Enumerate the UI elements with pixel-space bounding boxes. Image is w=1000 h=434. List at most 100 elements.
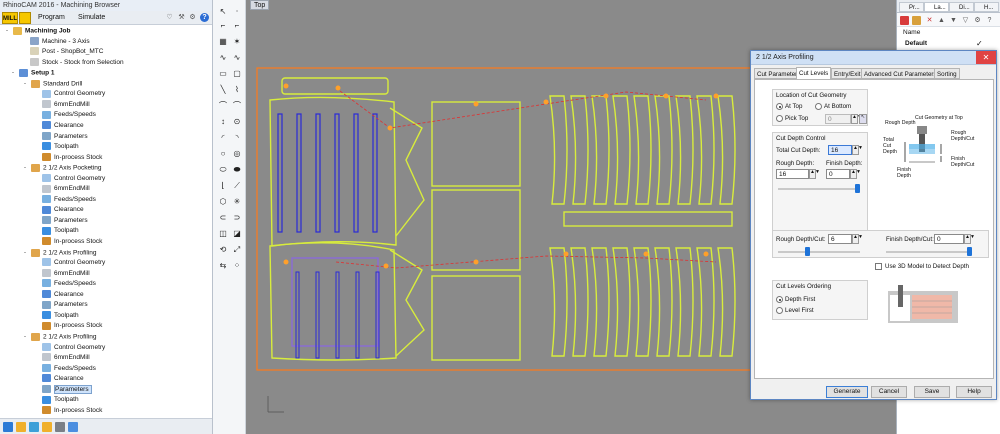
move-down-icon[interactable]: ▼ (950, 17, 957, 24)
tree-item[interactable]: Feeds/Speeds (42, 279, 96, 289)
tree-item[interactable]: Post - ShopBot_MTC (30, 47, 103, 57)
gumball-icon[interactable]: ⊙ (233, 117, 241, 126)
layer-default[interactable]: Default (905, 40, 928, 47)
interpolate-icon[interactable]: ⌒ (233, 101, 241, 110)
new-sublayer-icon[interactable] (912, 16, 921, 25)
tab-entry-exit[interactable]: Entry/Exit (831, 68, 864, 79)
scale-icon[interactable]: ⤢ (233, 245, 241, 254)
rectangle-icon[interactable]: ▭ (219, 69, 227, 78)
rough-depth-slider[interactable] (855, 184, 860, 193)
rough-depth-input[interactable]: 16 (776, 169, 809, 179)
expander-icon[interactable]: - (24, 333, 26, 340)
total-depth-spinner[interactable]: ▲▼ (852, 145, 863, 155)
expander-icon[interactable]: - (24, 165, 26, 172)
stock-icon[interactable] (16, 422, 26, 432)
finish-per-cut-input[interactable]: 0 (934, 234, 964, 244)
move-icon[interactable]: ↕ (221, 117, 225, 126)
curve-icon[interactable]: ∿ (219, 53, 227, 62)
finish-depth-input[interactable]: 0 (826, 169, 850, 179)
tree-item[interactable]: Parameters (42, 216, 88, 226)
tree-item[interactable]: -Setup 1 (12, 68, 54, 78)
use-3d-model-checkbox[interactable] (875, 263, 882, 270)
expander-icon[interactable]: - (6, 28, 8, 34)
tree-item[interactable]: 6mmEndMill (42, 268, 90, 279)
tool-library-icon[interactable] (29, 422, 39, 432)
tools-icon[interactable]: ⚙ (974, 17, 981, 24)
tree-item[interactable]: Clearance (42, 121, 84, 131)
rough-per-cut-spinner[interactable]: ▲▼ (852, 234, 863, 244)
trim-icon[interactable]: ⊃ (233, 213, 241, 222)
machine-setup-icon[interactable] (3, 422, 13, 432)
polygon-icon[interactable]: ⬡ (219, 197, 227, 206)
pick-top-spinner[interactable]: ▲▼ (851, 114, 862, 124)
tree-item[interactable]: Feeds/Speeds (42, 110, 96, 120)
knowledge-base-icon[interactable] (68, 422, 78, 432)
polyline-alt-icon[interactable]: ⌐ (234, 21, 240, 30)
tab-advanced-cut-parameters[interactable]: Advanced Cut Parameters (861, 68, 940, 79)
help-button[interactable]: Help (956, 386, 992, 398)
post-settings-icon[interactable] (55, 422, 65, 432)
tree-item[interactable]: Stock - Stock from Selection (30, 57, 124, 68)
pick-top-input[interactable]: 0 (825, 114, 851, 124)
rough-depth-spinner[interactable]: ▲▼ (809, 169, 820, 179)
delete-layer-icon[interactable]: ✕ (926, 17, 933, 24)
mill-icon[interactable] (19, 12, 31, 24)
filter-icon[interactable]: ▽ (962, 17, 969, 24)
rounded-rectangle-icon[interactable]: ▢ (233, 69, 241, 78)
at-top-radio[interactable] (776, 103, 783, 110)
move-up-icon[interactable]: ▲ (938, 17, 945, 24)
tree-item[interactable]: Machine - 3 Axis (30, 36, 90, 47)
tree-item[interactable]: 6mmEndMill (42, 353, 90, 363)
select-arrow-icon[interactable]: ↖ (219, 7, 227, 16)
offset-icon[interactable]: ⬬ (233, 165, 241, 174)
tree-item[interactable]: Toolpath (42, 226, 79, 236)
tree-item[interactable]: Clearance (42, 374, 84, 384)
tree-item[interactable]: -2 1/2 Axis Profiling (24, 332, 96, 342)
tab-display[interactable]: Di... (949, 2, 974, 12)
tree-item[interactable]: -Standard Drill (24, 79, 82, 89)
tree-item[interactable]: In-process Stock (42, 406, 102, 416)
tab-program[interactable]: Program (38, 14, 65, 21)
cancel-button[interactable]: Cancel (871, 386, 907, 398)
current-layer-check-icon[interactable]: ✓ (976, 39, 983, 48)
tree-item[interactable]: Toolpath (42, 395, 79, 405)
rough-per-cut-slider[interactable] (805, 247, 810, 256)
tree-item[interactable]: Control Geometry (42, 342, 105, 353)
tree-item[interactable]: Parameters (42, 384, 92, 395)
tree-item[interactable]: Toolpath (42, 311, 79, 321)
chamfer-icon[interactable]: ⟋ (234, 181, 240, 190)
circle-alt-icon[interactable]: ◎ (233, 149, 241, 158)
arc-alt-icon[interactable]: ◝ (235, 133, 239, 142)
tab-cut-levels[interactable]: Cut Levels (796, 67, 832, 79)
star-icon[interactable]: ✳ (233, 197, 241, 206)
viewport-label[interactable]: Top (250, 0, 270, 10)
tree-item[interactable]: Control Geometry (42, 89, 105, 99)
gear-icon[interactable]: ⚙ (189, 14, 196, 21)
expander-icon[interactable]: - (24, 249, 26, 256)
mill-mode-button[interactable]: MILL (2, 12, 18, 24)
curve-alt-icon[interactable]: ∿ (233, 53, 241, 62)
expander-icon[interactable]: - (12, 70, 14, 77)
fillet-icon[interactable]: ⌊ (221, 181, 225, 190)
curve-from-points-icon[interactable]: ⌒ (219, 101, 227, 110)
arc-icon[interactable]: ◜ (221, 133, 225, 142)
split-icon[interactable]: ◫ (219, 229, 227, 238)
tree-item[interactable]: Clearance (42, 205, 84, 215)
tab-simulate[interactable]: Simulate (78, 14, 106, 21)
pick-icon[interactable]: ↖ (859, 114, 867, 124)
close-icon[interactable]: ✕ (976, 51, 996, 64)
point-icon[interactable]: ⋅ (235, 7, 239, 16)
save-button[interactable]: Save (914, 386, 950, 398)
layer-help-icon[interactable]: ? (987, 17, 992, 24)
dialog-titlebar[interactable]: 2 1/2 Axis Profiling ✕ (751, 51, 996, 65)
line-icon[interactable]: ╲ (220, 85, 226, 94)
tree-item[interactable]: Clearance (42, 290, 84, 300)
finish-per-cut-spinner[interactable]: ▲▼ (964, 234, 975, 244)
polyline-icon[interactable]: ⌐ (220, 21, 226, 30)
tree-item[interactable]: Feeds/Speeds (42, 195, 96, 205)
tree-item[interactable]: In-process Stock (42, 237, 102, 247)
tree-item[interactable]: -Machining Job (6, 26, 71, 36)
pick-top-radio[interactable] (776, 115, 783, 122)
tree-item[interactable]: Control Geometry (42, 258, 105, 268)
tree-item[interactable]: In-process Stock (42, 152, 102, 163)
